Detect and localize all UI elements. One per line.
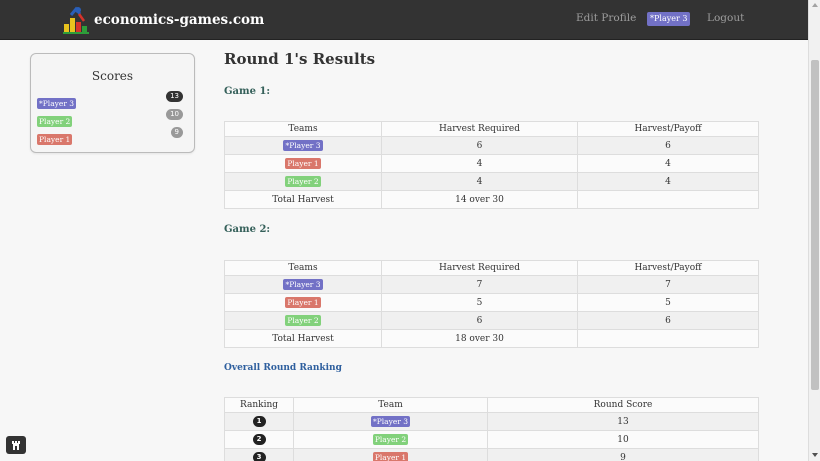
ranking-table: Ranking Team Round Score 1 *Player 3 13 …	[224, 397, 759, 461]
total-label: Total Harvest	[224, 329, 382, 348]
column-header: Harvest Required	[381, 121, 578, 137]
score-count: 13	[166, 91, 183, 102]
column-header: Teams	[224, 260, 382, 276]
scrollbar-thumb[interactable]	[811, 60, 819, 390]
rank-badge: 1	[252, 416, 266, 427]
harvest-payoff: 6	[577, 311, 759, 330]
score-count: 10	[166, 109, 183, 120]
harvest-required: 7	[381, 275, 578, 294]
column-header: Team	[293, 397, 488, 413]
empty-cell	[577, 190, 759, 209]
column-header: Harvest/Payoff	[577, 260, 759, 276]
game-1-table: Teams Harvest Required Harvest/Payoff *P…	[224, 121, 759, 209]
game-2-table: Teams Harvest Required Harvest/Payoff *P…	[224, 260, 759, 348]
brand-link[interactable]: economics-games.com	[62, 5, 264, 35]
harvest-required: 4	[381, 172, 578, 191]
team-label: Player 1	[372, 452, 409, 461]
page-title: Round 1's Results	[224, 50, 376, 68]
ranking-title: Overall Round Ranking	[224, 363, 342, 373]
harvest-required: 6	[381, 136, 578, 155]
harvest-payoff: 4	[577, 154, 759, 173]
harvest-required: 4	[381, 154, 578, 173]
table-header-row: Teams Harvest Required Harvest/Payoff	[224, 121, 759, 137]
rank-badge: 3	[252, 452, 266, 461]
table-row: Player 2 6 6	[224, 311, 759, 330]
page-scrollbar[interactable]	[808, 0, 820, 461]
team-label: *Player 3	[370, 416, 411, 427]
table-row: *Player 3 7 7	[224, 275, 759, 294]
harvest-payoff: 4	[577, 172, 759, 191]
team-label: Player 2	[285, 315, 321, 326]
score-count: 9	[170, 127, 183, 138]
brand-name: economics-games.com	[94, 12, 265, 28]
harvest-required: 5	[381, 293, 578, 312]
score-row: *Player 3 13	[37, 91, 189, 109]
round-score: 9	[487, 448, 759, 461]
total-value: 14 over 30	[381, 190, 578, 209]
team-label: *Player 3	[283, 140, 323, 151]
empty-cell	[577, 329, 759, 348]
score-row: Player 1 9	[37, 127, 189, 145]
current-player-badge[interactable]: *Player 3	[647, 12, 691, 26]
total-value: 18 over 30	[381, 329, 578, 348]
table-row: 2 Player 2 10	[224, 430, 759, 449]
tower-icon[interactable]	[6, 436, 26, 454]
table-header-row: Teams Harvest Required Harvest/Payoff	[224, 260, 759, 276]
column-header: Teams	[224, 121, 382, 137]
logout-link[interactable]: Logout	[707, 12, 745, 24]
column-header: Harvest/Payoff	[577, 121, 759, 137]
table-row: Player 1 4 4	[224, 154, 759, 173]
rank-badge: 2	[252, 434, 266, 445]
scores-panel: Scores *Player 3 13 Player 2 10 Player 1…	[30, 53, 195, 153]
team-label: Player 1	[285, 297, 321, 308]
score-row: Player 2 10	[37, 109, 189, 127]
player-label: Player 2	[37, 116, 73, 127]
player-label: Player 1	[37, 134, 73, 145]
harvest-payoff: 5	[577, 293, 759, 312]
column-header: Round Score	[487, 397, 759, 413]
scores-title: Scores	[91, 69, 134, 83]
column-header: Harvest Required	[381, 260, 578, 276]
table-header-row: Ranking Team Round Score	[224, 397, 759, 413]
round-score: 13	[487, 412, 759, 431]
player-label: *Player 3	[37, 98, 77, 109]
top-navbar: economics-games.com Edit Profile *Player…	[0, 0, 808, 40]
column-header: Ranking	[224, 397, 294, 413]
team-label: *Player 3	[283, 279, 323, 290]
scroll-down-icon[interactable]	[812, 453, 818, 457]
total-row: Total Harvest 14 over 30	[224, 190, 759, 209]
edit-profile-link[interactable]: Edit Profile	[576, 12, 637, 24]
table-row: Player 2 4 4	[224, 172, 759, 191]
team-label: Player 1	[285, 158, 321, 169]
round-score: 10	[487, 430, 759, 449]
harvest-payoff: 6	[577, 136, 759, 155]
table-row: 1 *Player 3 13	[224, 412, 759, 431]
game-2-title: Game 2:	[224, 224, 271, 235]
brand-logo-icon	[62, 6, 90, 34]
table-row: 3 Player 1 9	[224, 448, 759, 461]
scroll-up-icon[interactable]	[812, 3, 818, 7]
total-label: Total Harvest	[224, 190, 382, 209]
team-label: Player 2	[285, 176, 321, 187]
total-row: Total Harvest 18 over 30	[224, 329, 759, 348]
table-row: Player 1 5 5	[224, 293, 759, 312]
game-1-title: Game 1:	[224, 86, 271, 97]
table-row: *Player 3 6 6	[224, 136, 759, 155]
team-label: Player 2	[372, 434, 409, 445]
harvest-required: 6	[381, 311, 578, 330]
harvest-payoff: 7	[577, 275, 759, 294]
